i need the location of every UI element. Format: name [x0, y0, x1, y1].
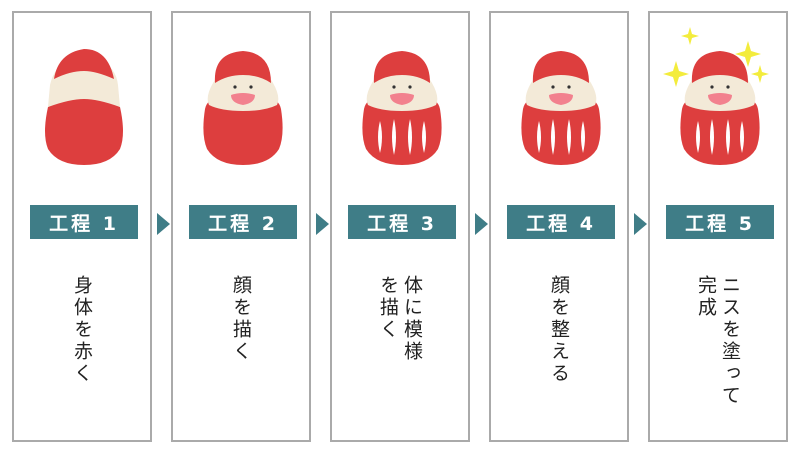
- step-description-5: ニスを塗って 完成: [650, 275, 786, 435]
- step-panel-5: 工程 5 ニスを塗って 完成: [648, 11, 788, 442]
- daruma-step-5-illustration: [663, 27, 769, 165]
- step-description-text-1: 身体を赤く: [71, 275, 93, 385]
- arrow-3-to-4: [475, 213, 488, 235]
- daruma-step-4-illustration: [521, 51, 601, 165]
- daruma-step-1-illustration: [45, 49, 123, 165]
- step-badge-5: 工程 5: [666, 205, 774, 239]
- daruma-step-3-illustration: [362, 51, 442, 165]
- step-description-text-2: 顔を描く: [230, 275, 252, 363]
- sparkle-icon: [751, 65, 769, 83]
- arrow-2-to-3: [316, 213, 329, 235]
- step-description-text-4: 顔を整える: [548, 275, 570, 385]
- step-description-text-3: 体に模様 を描く: [377, 275, 423, 363]
- sparkle-icon: [681, 27, 699, 45]
- step-badge-2: 工程 2: [189, 205, 297, 239]
- step-panel-1: 工程 1 身体を赤く: [12, 11, 152, 442]
- step-description-1: 身体を赤く: [14, 275, 150, 435]
- step-description-4: 顔を整える: [491, 275, 627, 435]
- sparkle-icon: [735, 41, 761, 67]
- step-panel-4: 工程 4 顔を整える: [489, 11, 629, 442]
- step-badge-3: 工程 3: [348, 205, 456, 239]
- step-panel-2: 工程 2 顔を描く: [171, 11, 311, 442]
- step-description-2: 顔を描く: [173, 275, 309, 435]
- step-description-text-5: ニスを塗って 完成: [695, 275, 741, 407]
- step-badge-4: 工程 4: [507, 205, 615, 239]
- step-badge-1: 工程 1: [30, 205, 138, 239]
- daruma-step-2-illustration: [203, 51, 283, 165]
- arrow-4-to-5: [634, 213, 647, 235]
- step-description-3: 体に模様 を描く: [332, 275, 468, 435]
- arrow-1-to-2: [157, 213, 170, 235]
- step-panel-3: 工程 3 体に模様 を描く: [330, 11, 470, 442]
- sparkle-icon: [663, 61, 689, 87]
